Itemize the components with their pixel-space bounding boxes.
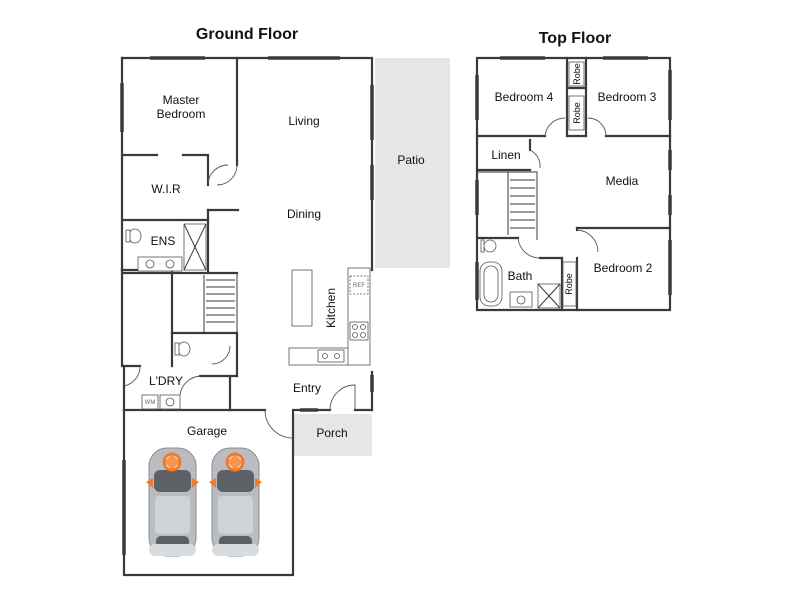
room-label-laundry: L'DRY (149, 374, 183, 388)
room-label-robe-c: Robe (564, 273, 574, 295)
room-label-ens: ENS (151, 234, 176, 248)
top-stairs (510, 179, 535, 229)
room-label-bedroom3: Bedroom 3 (598, 90, 657, 104)
fridge-label: REF (353, 283, 365, 289)
fridge-icon (349, 275, 369, 295)
powder-toilet-icon (174, 341, 191, 357)
ground-floor-doors (123, 164, 356, 439)
cooktop-icon (349, 321, 369, 341)
washer-icon (141, 394, 159, 410)
laundry-fixtures: WM (141, 394, 181, 410)
top-floor-title: Top Floor (539, 30, 612, 47)
top-floor-labels: Bedroom 4 Bedroom 3 Robe Robe Linen Medi… (491, 63, 656, 295)
room-label-robe-a: Robe (572, 63, 582, 85)
bath-toilet-icon (483, 239, 497, 253)
ground-stairs (206, 279, 235, 323)
room-label-living: Living (288, 114, 319, 128)
robe-b-box (568, 95, 585, 131)
car-left-icon (146, 447, 199, 557)
ground-floor-windows (120, 56, 374, 555)
robe-c-box (562, 261, 577, 307)
ensuite-toilet-icon (128, 228, 142, 244)
room-label-robe-b: Robe (572, 102, 582, 124)
room-label-media: Media (606, 174, 639, 188)
room-label-patio: Patio (397, 153, 425, 167)
room-label-master-1: Master (163, 93, 200, 107)
kitchen-island (291, 269, 313, 327)
room-label-master-2: Bedroom (157, 107, 206, 121)
room-label-linen: Linen (491, 148, 520, 162)
laundry-tub-icon (165, 397, 175, 407)
room-label-bedroom2: Bedroom 2 (594, 261, 653, 275)
car-right-icon (209, 447, 262, 557)
room-label-bedroom4: Bedroom 4 (495, 90, 554, 104)
ensuite-fixtures (125, 223, 207, 272)
top-floor-windows (475, 56, 672, 300)
kitchen-fixtures: REF (317, 275, 369, 363)
room-label-garage: Garage (187, 424, 227, 438)
room-label-bath: Bath (508, 269, 533, 283)
patio-area (375, 58, 450, 268)
robe-a-box (568, 61, 585, 87)
room-label-entry: Entry (293, 381, 321, 395)
top-floor-doors (517, 117, 607, 259)
bath-fixtures (479, 239, 561, 309)
ground-floor-title: Ground Floor (196, 26, 298, 43)
kitchen-sink-icon (317, 349, 345, 363)
room-label-dining: Dining (287, 207, 321, 221)
room-label-wir: W.I.R (151, 182, 181, 196)
washer-label: WM (145, 400, 156, 406)
top-floor-walls (475, 56, 672, 312)
porch-area (293, 414, 372, 456)
room-label-porch: Porch (316, 426, 347, 440)
room-label-kitchen: Kitchen (324, 288, 338, 328)
ground-floor-labels: Master Bedroom Living Patio W.I.R Dining… (149, 93, 425, 440)
